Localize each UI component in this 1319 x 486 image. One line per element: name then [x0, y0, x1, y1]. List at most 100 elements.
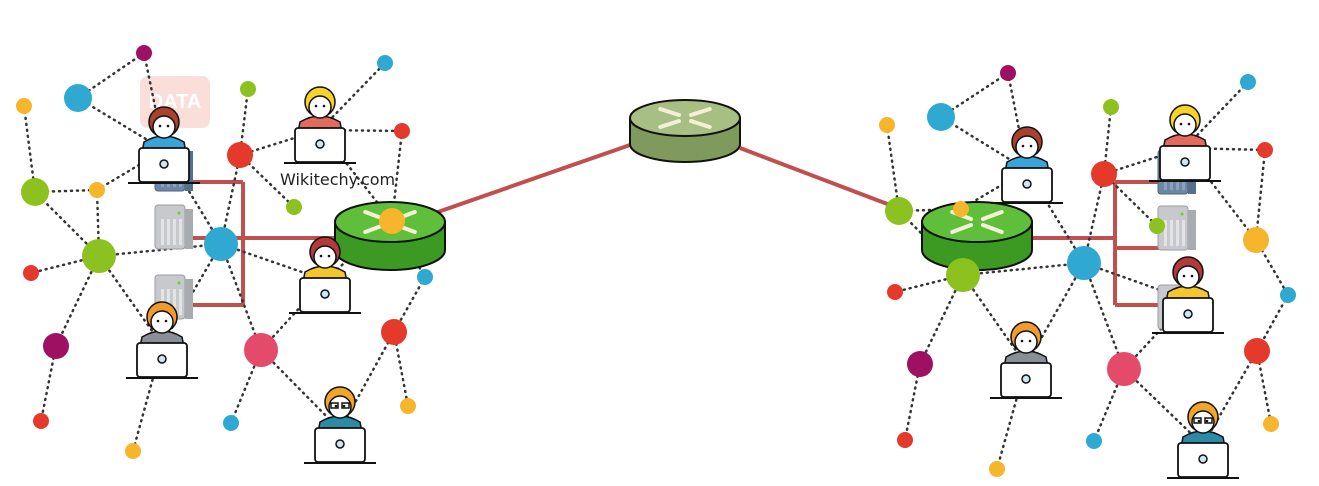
red-node: [381, 319, 407, 345]
laptop-logo: [1022, 179, 1032, 189]
person-man: [991, 126, 1063, 204]
server-slot: [1182, 220, 1185, 246]
router-arrow-icon: [689, 107, 712, 117]
laptop-logo: [1183, 309, 1193, 319]
green-node: [82, 239, 116, 273]
yellow-node: [1263, 416, 1279, 432]
red-node: [33, 413, 49, 429]
server-slot: [179, 219, 182, 245]
eye: [1182, 274, 1186, 278]
eye: [158, 124, 162, 128]
green-node: [240, 81, 256, 97]
face: [150, 310, 174, 334]
dotted-link: [238, 128, 322, 157]
dotted-link: [1082, 261, 1126, 371]
red-node: [23, 265, 39, 281]
face: [328, 395, 352, 419]
glasses-icon: [341, 402, 350, 409]
dotted-link: [259, 348, 342, 432]
yellow-node: [953, 201, 969, 217]
router-arrow-icon: [981, 210, 1004, 221]
red-node: [887, 284, 903, 300]
glasses-icon: [330, 402, 339, 409]
eye: [166, 124, 170, 128]
router-top: [629, 99, 741, 137]
eye: [327, 254, 331, 258]
server-slot: [1170, 220, 1173, 246]
person-redhead: [1152, 256, 1224, 334]
router-arrow-icon: [658, 119, 681, 129]
dotted-link: [1254, 148, 1267, 242]
glasses-icon: [1204, 417, 1213, 424]
face: [308, 95, 332, 119]
yellow-node: [379, 208, 405, 234]
server-slot: [167, 289, 170, 315]
magenta-node: [43, 333, 69, 359]
pink-node: [244, 333, 278, 367]
eye: [1020, 339, 1024, 343]
server-slot: [173, 219, 176, 245]
blue-node: [64, 84, 92, 112]
blue-node: [1086, 433, 1102, 449]
dotted-link: [22, 104, 37, 194]
router-top: [921, 201, 1033, 243]
green-node: [21, 178, 49, 206]
dotted-link: [392, 275, 427, 334]
pink-node: [1107, 352, 1141, 386]
yellow-node: [125, 443, 141, 459]
yellow-node: [1243, 227, 1269, 253]
dotted-link: [961, 261, 1086, 277]
red-node: [227, 142, 253, 168]
laptop-logo: [1021, 374, 1031, 384]
person-bun: [126, 301, 198, 379]
network-link: [739, 146, 891, 207]
blue-node: [377, 55, 393, 71]
dotted-link: [1254, 238, 1290, 297]
server-led: [177, 211, 181, 215]
laptop-logo: [157, 354, 167, 364]
face: [1014, 330, 1038, 354]
blue-node: [417, 269, 433, 285]
blue-node: [223, 415, 239, 431]
eye: [1029, 144, 1033, 148]
dotted-link: [1201, 349, 1259, 447]
face: [1176, 265, 1200, 289]
right-router-icon: [921, 201, 1033, 271]
dotted-link: [97, 254, 164, 347]
objects-layer: [126, 86, 1239, 479]
laptop-logo: [1198, 454, 1208, 464]
dotted-link: [1006, 71, 1029, 172]
eye: [1179, 122, 1183, 126]
server-slot: [1164, 220, 1167, 246]
laptop-logo: [159, 159, 169, 169]
red-node: [394, 123, 410, 139]
magenta-node: [136, 45, 152, 61]
eye: [1197, 419, 1201, 423]
router-arrow-icon: [689, 119, 712, 129]
server-led: [177, 281, 181, 285]
person-glasses: [1167, 401, 1239, 479]
server-slot: [167, 219, 170, 245]
laptop-logo: [1180, 157, 1190, 167]
dotted-link: [1122, 367, 1205, 447]
dotted-link: [142, 51, 166, 152]
yellow-node: [16, 98, 32, 114]
server-slot: [173, 289, 176, 315]
nodes-layer: [16, 45, 1296, 477]
person-blonde: [1149, 104, 1221, 182]
server-side: [185, 209, 193, 249]
face: [152, 115, 176, 139]
blue-node: [1067, 246, 1101, 280]
yellow-node: [989, 461, 1005, 477]
laptop-logo: [315, 139, 325, 149]
server-led: [1180, 212, 1184, 216]
face: [313, 245, 337, 269]
server-icon: [154, 204, 193, 250]
dotted-link: [97, 242, 223, 258]
magenta-node: [907, 351, 933, 377]
person-redhead: [289, 236, 361, 314]
blue-node: [204, 227, 238, 261]
dotted-link: [885, 123, 901, 213]
